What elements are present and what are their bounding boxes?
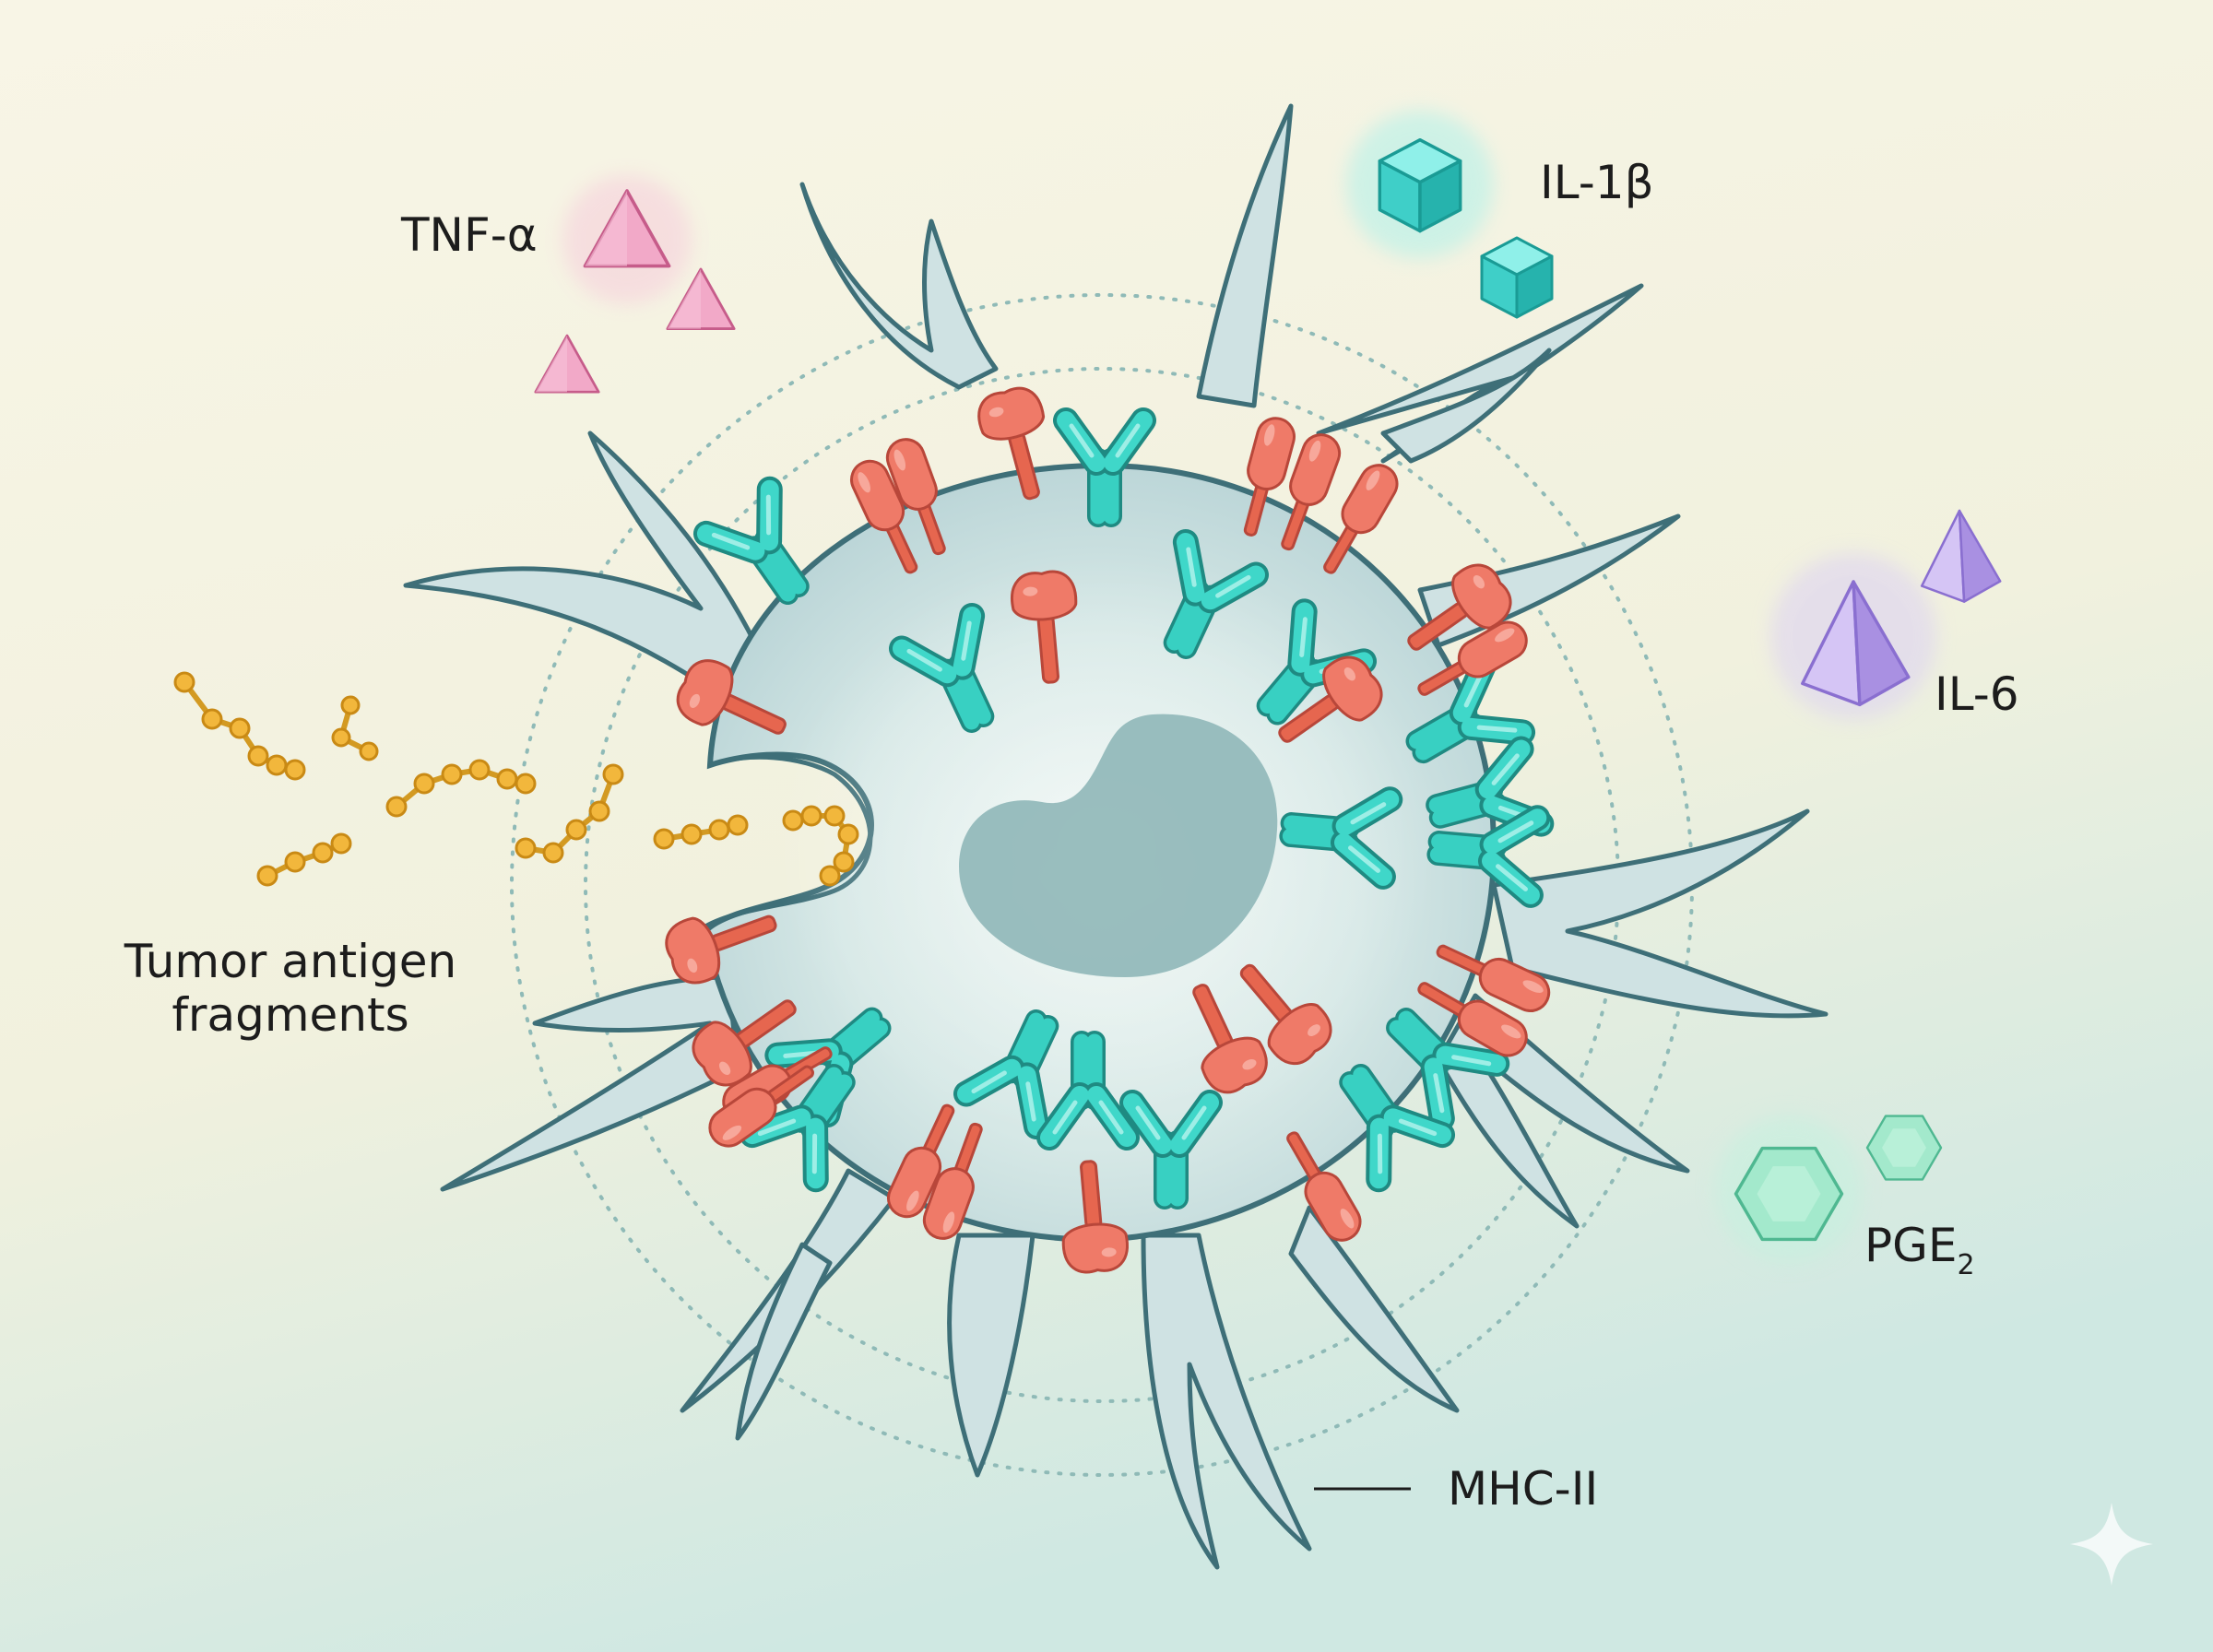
cube-icon <box>1480 236 1554 319</box>
cube-icon <box>1378 137 1462 233</box>
mhc-ii-label: MHC-II <box>1448 1462 1598 1516</box>
sparkle-icon <box>2070 1503 2153 1586</box>
pge2-label: PGE2 <box>1864 1219 1975 1281</box>
pge2-label-main: PGE <box>1864 1219 1958 1272</box>
tnf-alpha-label: TNF-α <box>400 208 538 262</box>
pge2-molecules <box>1715 1115 1943 1263</box>
tnf-alpha-molecules <box>534 175 736 394</box>
tumor-antigen-fragments <box>173 671 859 887</box>
tumor-antigen-label-line2: fragments <box>172 988 408 1042</box>
tumor-antigen-label-line1: Tumor antigen <box>124 935 456 988</box>
il6-molecules <box>1770 509 2002 719</box>
il1b-label: IL-1β <box>1540 156 1654 209</box>
nucleus <box>959 714 1278 977</box>
pge2-label-subscript: 2 <box>1958 1249 1975 1281</box>
il1b-molecules <box>1346 111 1554 319</box>
il6-label: IL-6 <box>1935 667 2019 721</box>
